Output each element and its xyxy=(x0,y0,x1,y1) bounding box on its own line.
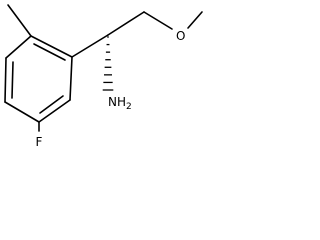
amine-atom-label: NH2 xyxy=(108,95,132,112)
bond-ring-stereocenter xyxy=(71,34,109,58)
ring-double-bond-inner-3 xyxy=(11,61,14,99)
ring-bond-6 xyxy=(5,35,32,59)
bond-ch2-oxygen xyxy=(143,11,173,30)
bond-stereocenter-ch2 xyxy=(107,11,145,36)
oxygen-atom-label: O xyxy=(176,29,185,43)
molecule-structure: F NH2 O xyxy=(4,4,203,149)
ring-bond-1 xyxy=(30,35,73,58)
ring-double-bond-inner-1 xyxy=(33,43,66,61)
hashed-wedge-bond xyxy=(102,36,114,91)
benzene-ring xyxy=(4,35,73,123)
ring-bond-4 xyxy=(4,101,40,123)
bond-methyl xyxy=(7,4,32,37)
ring-bond-5 xyxy=(4,57,7,103)
fluorine-atom-label: F xyxy=(36,135,43,149)
bond-oxygen-methyl xyxy=(187,11,203,29)
ring-bond-3 xyxy=(38,99,71,123)
ring-double-bond-inner-2 xyxy=(39,95,64,114)
ring-bond-2 xyxy=(69,56,73,101)
